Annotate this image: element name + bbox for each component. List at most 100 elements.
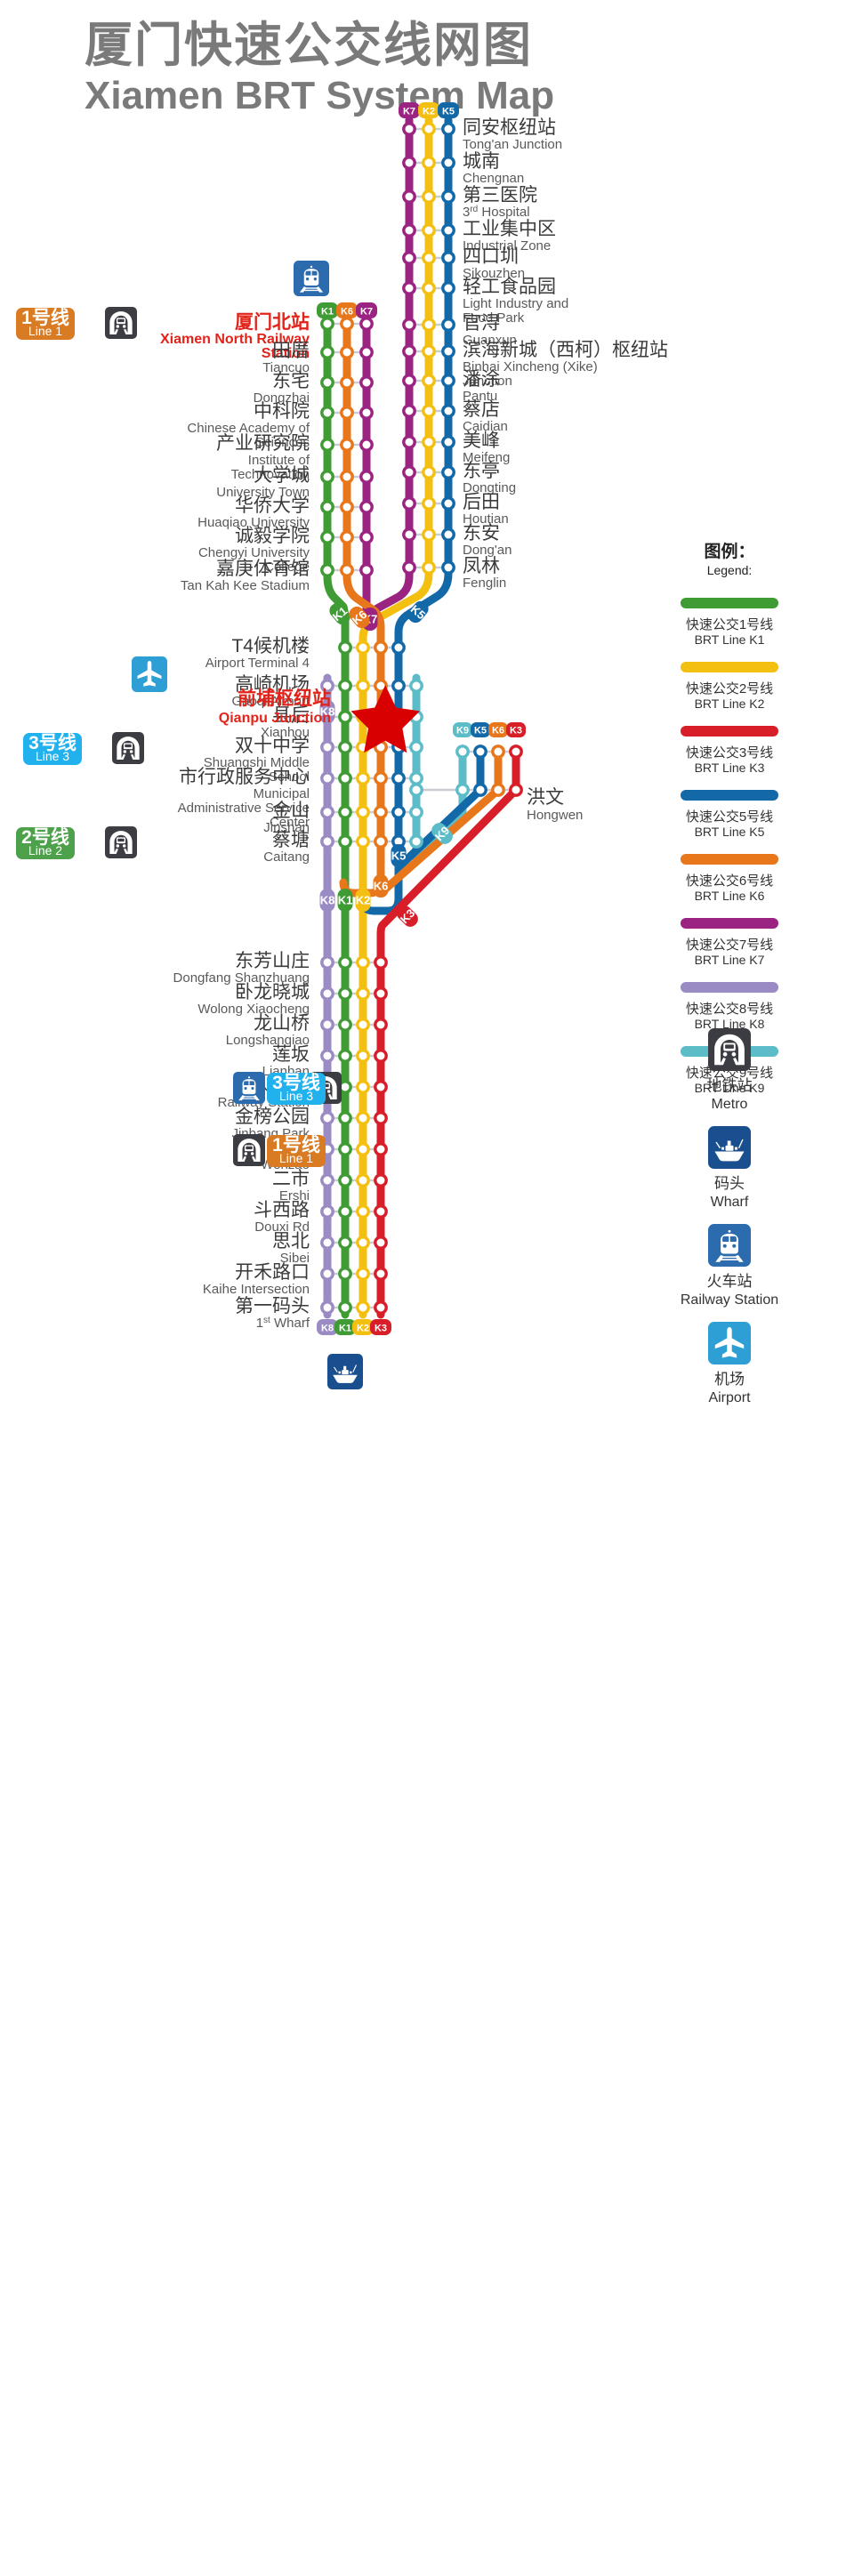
qianpu-badge-k6[interactable]: K6 <box>488 722 508 737</box>
station-dot[interactable] <box>320 563 334 577</box>
station-dot[interactable] <box>441 318 455 332</box>
station-dot[interactable] <box>320 771 334 785</box>
station-dot[interactable] <box>340 470 354 484</box>
station-dot[interactable] <box>356 679 370 693</box>
station-dot[interactable] <box>374 1018 388 1032</box>
station-dot[interactable] <box>320 438 334 452</box>
station-dot[interactable] <box>338 805 352 819</box>
station-dot[interactable] <box>409 834 423 849</box>
station-dot[interactable] <box>374 640 388 655</box>
station-dot[interactable] <box>320 1267 334 1281</box>
station-dot[interactable] <box>374 1173 388 1187</box>
station-dot[interactable] <box>356 1080 370 1094</box>
qianpu-badge-k3[interactable]: K3 <box>506 722 526 737</box>
station-dot[interactable] <box>441 156 455 170</box>
station-dot[interactable] <box>356 1111 370 1125</box>
station-dot[interactable] <box>374 679 388 693</box>
station-dot[interactable] <box>320 679 334 693</box>
station-dot[interactable] <box>441 465 455 479</box>
station-dot[interactable] <box>320 500 334 514</box>
station-dot[interactable] <box>338 834 352 849</box>
station-dot[interactable] <box>402 496 416 511</box>
station-dot[interactable] <box>441 251 455 265</box>
station-dot[interactable] <box>338 740 352 754</box>
station-dot[interactable] <box>338 1142 352 1156</box>
station-dot[interactable] <box>359 317 374 331</box>
station-dot[interactable] <box>374 1236 388 1250</box>
station-dot[interactable] <box>320 986 334 1001</box>
station-dot[interactable] <box>356 805 370 819</box>
station-dot[interactable] <box>338 1173 352 1187</box>
station-dot[interactable] <box>409 740 423 754</box>
station-dot[interactable] <box>359 563 374 577</box>
station-dot[interactable] <box>402 223 416 237</box>
station-dot[interactable] <box>356 955 370 970</box>
station-dot[interactable] <box>338 679 352 693</box>
station-dot[interactable] <box>441 496 455 511</box>
station-dot[interactable] <box>374 1111 388 1125</box>
station-dot[interactable] <box>338 1049 352 1063</box>
route-badge-k8[interactable]: K8 <box>317 1319 338 1335</box>
station-dot[interactable] <box>441 527 455 542</box>
station-dot[interactable] <box>509 745 523 759</box>
station-dot[interactable] <box>340 317 354 331</box>
route-badge-k7[interactable]: K7 <box>356 302 377 318</box>
station-dot[interactable] <box>359 530 374 544</box>
station-dot[interactable] <box>509 783 523 797</box>
station-dot[interactable] <box>320 1018 334 1032</box>
route-badge-k5[interactable]: K5 <box>438 102 459 118</box>
route-badge-k2[interactable]: K2 <box>352 1319 374 1335</box>
station-dot[interactable] <box>491 745 505 759</box>
station-dot[interactable] <box>402 560 416 575</box>
station-dot[interactable] <box>422 344 436 358</box>
station-dot[interactable] <box>409 805 423 819</box>
station-dot[interactable] <box>455 783 470 797</box>
station-dot[interactable] <box>402 435 416 449</box>
station-dot[interactable] <box>422 251 436 265</box>
route-badge-k1[interactable]: K1 <box>334 1319 356 1335</box>
station-dot[interactable] <box>402 404 416 418</box>
station-dot[interactable] <box>320 805 334 819</box>
station-dot[interactable] <box>374 805 388 819</box>
station-dot[interactable] <box>491 783 505 797</box>
station-dot[interactable] <box>338 955 352 970</box>
station-dot[interactable] <box>374 1300 388 1315</box>
station-dot[interactable] <box>320 345 334 359</box>
station-dot[interactable] <box>422 223 436 237</box>
station-dot[interactable] <box>338 1267 352 1281</box>
station-dot[interactable] <box>422 318 436 332</box>
route-badge-k1[interactable]: K1 <box>317 302 338 318</box>
station-dot[interactable] <box>441 404 455 418</box>
station-dot[interactable] <box>402 318 416 332</box>
station-dot[interactable] <box>356 834 370 849</box>
station-dot[interactable] <box>402 344 416 358</box>
station-dot[interactable] <box>320 530 334 544</box>
station-dot[interactable] <box>320 834 334 849</box>
route-badge-k3[interactable]: K3 <box>370 1319 391 1335</box>
station-dot[interactable] <box>359 470 374 484</box>
station-dot[interactable] <box>441 223 455 237</box>
station-dot[interactable] <box>441 281 455 295</box>
station-dot[interactable] <box>422 496 436 511</box>
route-badge-k7[interactable]: K7 <box>399 102 420 118</box>
station-dot[interactable] <box>422 122 436 136</box>
station-dot[interactable] <box>391 679 406 693</box>
station-dot[interactable] <box>374 1204 388 1219</box>
station-dot[interactable] <box>338 1300 352 1315</box>
station-dot[interactable] <box>320 955 334 970</box>
station-dot[interactable] <box>441 435 455 449</box>
station-dot[interactable] <box>422 156 436 170</box>
station-dot[interactable] <box>374 986 388 1001</box>
station-dot[interactable] <box>391 640 406 655</box>
station-dot[interactable] <box>409 679 423 693</box>
station-dot[interactable] <box>374 1080 388 1094</box>
qianpu-junction-group[interactable]: 前埔枢纽站 Qianpu Junction <box>219 688 331 726</box>
